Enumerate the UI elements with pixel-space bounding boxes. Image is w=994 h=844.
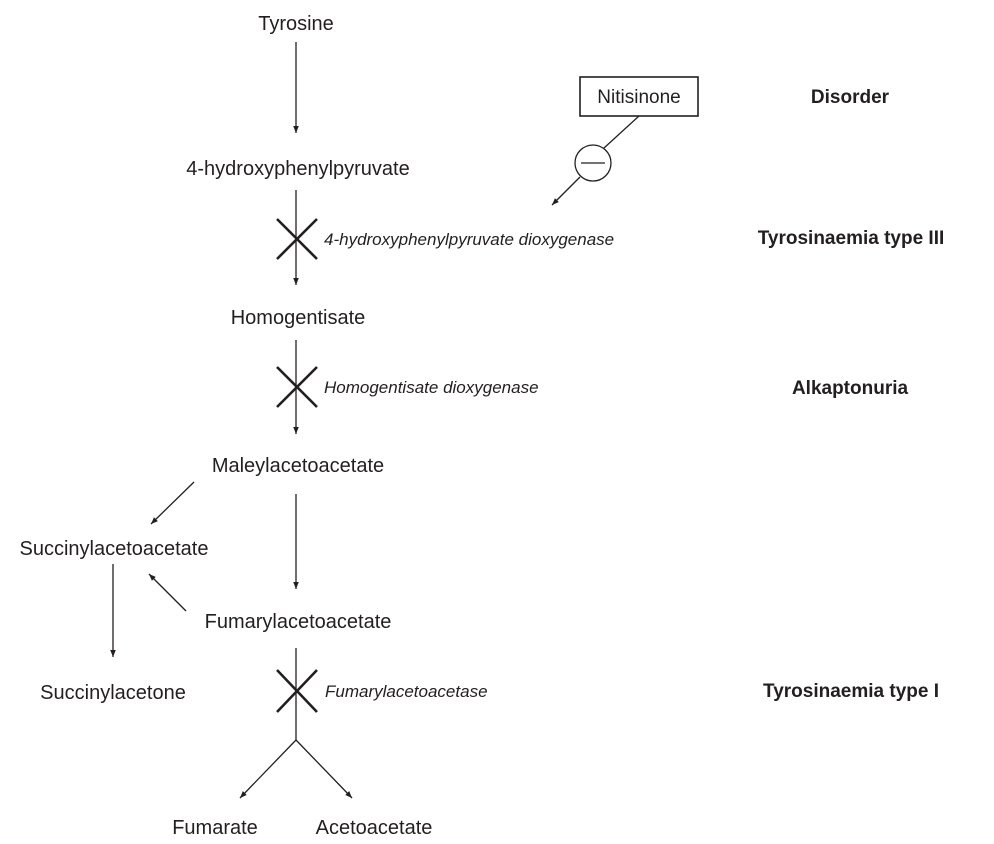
metabolite-4-hydroxyphenylpyruvate: 4-hydroxyphenylpyruvate (186, 158, 409, 180)
disorder-header: Disorder (811, 87, 890, 108)
block-cross-fumarylacetoacetase (276, 669, 318, 713)
enzyme-homogentisate-dioxygenase: Homogentisate dioxygenase (324, 378, 539, 397)
arrow-to-fumarate (239, 739, 297, 799)
metabolite-succinylacetone: Succinylacetone (40, 682, 186, 704)
block-cross-homogentisate-dioxygenase (276, 366, 318, 408)
disorder-tyrosinaemia-type-1: Tyrosinaemia type I (763, 681, 939, 702)
metabolite-maleylacetoacetate: Maleylacetoacetate (212, 455, 384, 477)
metabolite-homogentisate: Homogentisate (231, 307, 366, 329)
inhibition-arrow (551, 176, 581, 206)
metabolite-fumarate: Fumarate (172, 817, 258, 839)
metabolite-tyrosine: Tyrosine (258, 13, 334, 35)
enzyme-hppd: 4-hydroxyphenylpyruvate dioxygenase (324, 230, 614, 249)
arrow-maleylacetoacetate-to-succinylacetoacetate (150, 481, 195, 525)
nitisinone-label: Nitisinone (597, 87, 680, 108)
block-cross-hppd (276, 218, 318, 260)
minus-sign-icon (574, 144, 612, 182)
arrow-to-acetoacetate (295, 739, 353, 799)
metabolite-fumarylacetoacetate: Fumarylacetoacetate (205, 611, 392, 633)
metabolite-acetoacetate: Acetoacetate (316, 817, 433, 839)
inhibition-line-upper (603, 115, 640, 149)
nitisinone-box: Nitisinone (579, 76, 699, 117)
disorder-alkaptonuria: Alkaptonuria (792, 378, 909, 399)
arrow-fumarylacetoacetate-to-succinylacetoacetate (148, 573, 187, 612)
metabolite-succinylacetoacetate: Succinylacetoacetate (19, 538, 208, 560)
disorder-tyrosinaemia-type-3: Tyrosinaemia type III (758, 228, 945, 249)
enzyme-fumarylacetoacetase: Fumarylacetoacetase (325, 682, 488, 701)
